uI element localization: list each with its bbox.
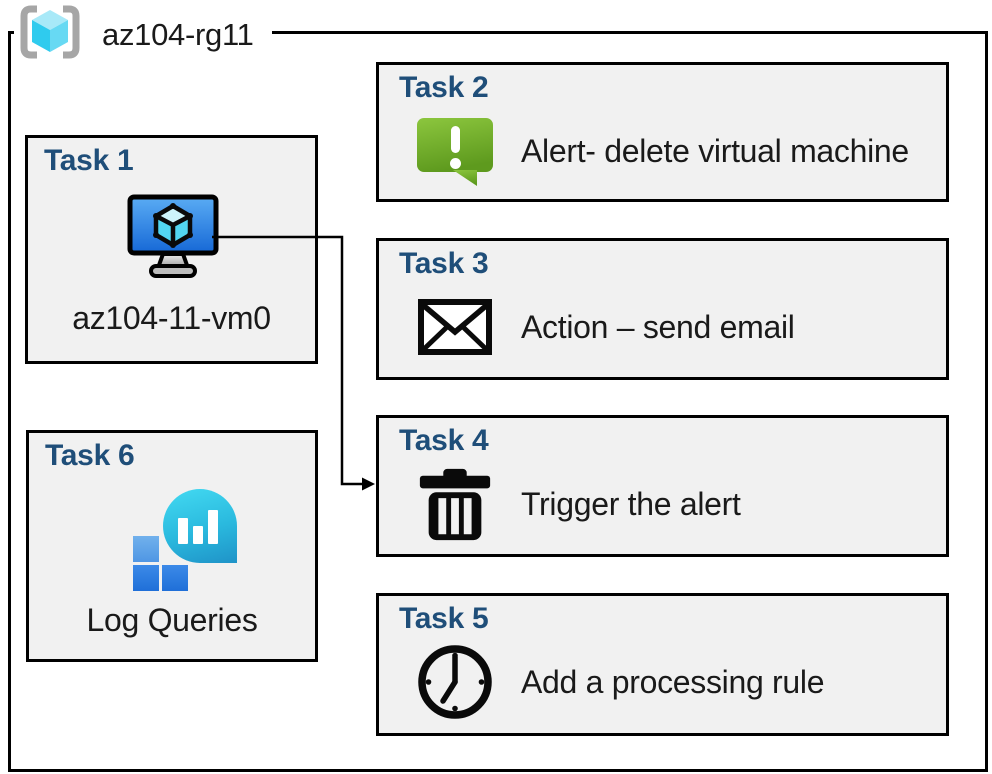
task4-text: Trigger the alert [521, 485, 741, 522]
chart-bar [178, 518, 188, 544]
task4-box: Task 4 Trigger the alert [376, 415, 949, 557]
task4-label: Task 4 [399, 424, 489, 457]
task2-text: Alert- delete virtual machine [521, 132, 909, 169]
task1-label: Task 1 [44, 144, 134, 177]
clock-icon [415, 640, 495, 724]
chart-bar [193, 526, 203, 544]
task5-label: Task 5 [399, 602, 489, 635]
task3-label: Task 3 [399, 247, 489, 280]
log-analytics-drop [163, 489, 237, 563]
task2-label: Task 2 [399, 71, 489, 104]
resource-group-header: az104-rg11 [14, 2, 272, 69]
alert-message-icon [415, 109, 495, 193]
chart-bar [208, 510, 218, 544]
task3-text: Action – send email [521, 308, 795, 345]
task3-box: Task 3 Action – send email [376, 238, 949, 380]
resource-group-title: az104-rg11 [102, 16, 254, 52]
email-envelope-icon [415, 285, 495, 369]
task6-label: Task 6 [45, 439, 135, 472]
log-analytics-icon [133, 489, 237, 591]
log-analytics-square-a [133, 565, 159, 591]
task1-caption: az104-11-vm0 [72, 300, 271, 336]
task5-text: Add a processing rule [521, 663, 825, 700]
task5-box: Task 5 Add a processing rule [376, 593, 949, 736]
task1-box: Task 1 az104-11-vm0 [25, 135, 318, 364]
task6-box: Task 6 Log Queries [26, 430, 318, 662]
log-analytics-square-light [133, 536, 159, 562]
resource-group-icon [18, 4, 82, 65]
trash-can-icon [415, 462, 495, 546]
log-analytics-square-b [162, 565, 188, 591]
virtual-machine-icon [127, 194, 219, 285]
task2-box: Task 2 Alert- delete virtual machine [376, 62, 949, 202]
task6-caption: Log Queries [86, 602, 258, 638]
